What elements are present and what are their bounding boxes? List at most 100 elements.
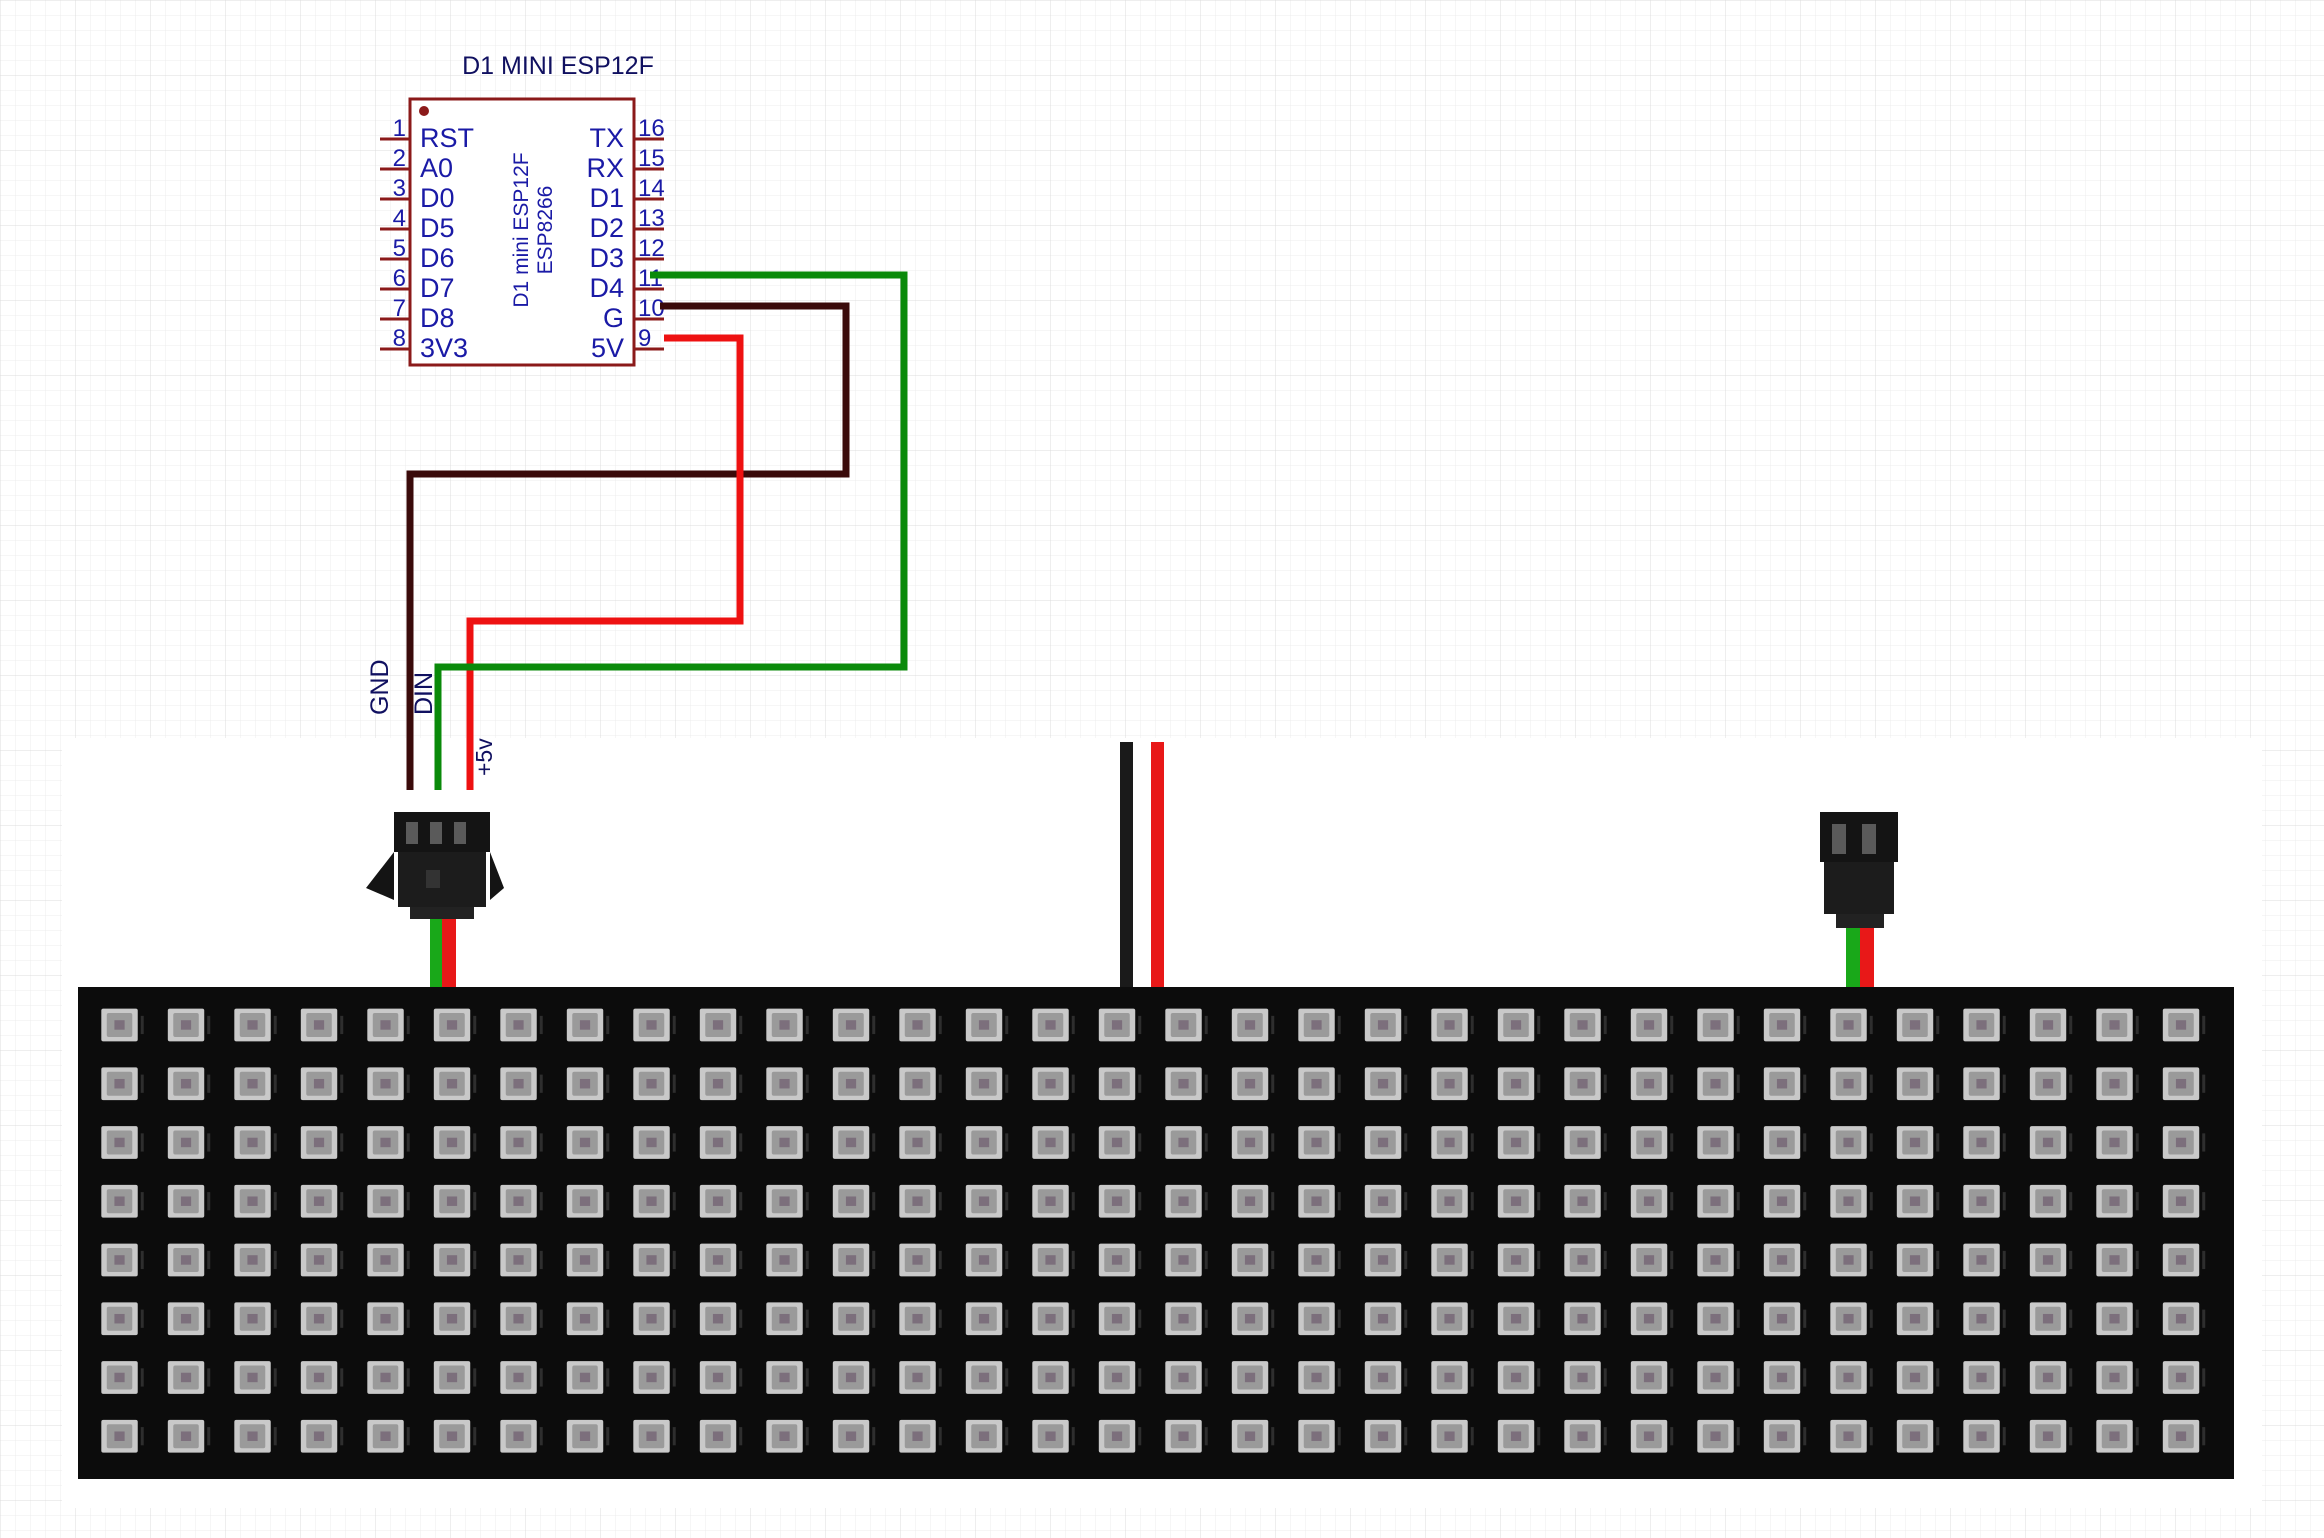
led-pixel <box>566 1184 610 1218</box>
led-pixel <box>433 1361 477 1394</box>
right-pin-label: 5V <box>591 333 624 363</box>
led-pixel <box>965 1126 1009 1159</box>
led-pixel <box>500 1067 543 1101</box>
led-pixel <box>699 1067 743 1101</box>
led-pixel <box>1032 1243 1075 1277</box>
led-pixel <box>234 1067 277 1101</box>
led-pixel <box>1364 1361 1408 1394</box>
led-pixel <box>367 1184 410 1218</box>
led-pixel <box>167 1419 211 1453</box>
led-pixel <box>1032 1419 1075 1453</box>
right-pin-number: 14 <box>638 175 665 202</box>
led-pixel <box>1165 1184 1208 1218</box>
led-pixel <box>1963 1067 2006 1101</box>
led-pixel <box>101 1243 144 1277</box>
led-pixel <box>1032 1126 1075 1159</box>
led-pixel <box>2029 1419 2073 1453</box>
led-pixel <box>1697 1302 1740 1336</box>
led-pixel <box>1098 1126 1142 1159</box>
led-pixel <box>1763 1419 1807 1453</box>
led-pixel <box>1431 1008 1474 1042</box>
led-pixel <box>699 1361 743 1394</box>
led-pixel <box>1098 1302 1142 1336</box>
led-pixel <box>1231 1361 1275 1394</box>
led-pixel <box>1697 1361 1740 1394</box>
right-pin-number: 13 <box>638 205 665 232</box>
led-pixel <box>2096 1067 2139 1101</box>
led-pixel <box>2096 1126 2139 1159</box>
led-pixel <box>1298 1126 1341 1159</box>
led-pixel <box>1165 1419 1208 1453</box>
led-matrix-panel <box>78 987 2234 1479</box>
led-pixel <box>1630 1126 1674 1159</box>
led-pixel <box>234 1008 277 1042</box>
led-pixel <box>500 1419 543 1453</box>
led-pixel <box>367 1243 410 1277</box>
led-pixel <box>1298 1184 1341 1218</box>
led-pixel <box>1763 1067 1807 1101</box>
led-pixel <box>1896 1126 1940 1159</box>
led-pixel <box>367 1419 410 1453</box>
led-pixel <box>1763 1361 1807 1394</box>
led-pixel <box>699 1184 743 1218</box>
led-pixel <box>1431 1302 1474 1336</box>
led-pixel <box>699 1008 743 1042</box>
led-pixel <box>899 1067 942 1101</box>
led-pixel <box>1032 1184 1075 1218</box>
right-pin-number: 16 <box>638 115 665 142</box>
led-pixel <box>1830 1243 1873 1277</box>
led-pixel <box>1963 1184 2006 1218</box>
label-din: DIN <box>410 672 438 715</box>
module-center-text: D1 mini ESP12F ESP8266 <box>510 152 557 307</box>
label-vcc: +5v <box>471 738 497 776</box>
module-name-text: D1 mini ESP12F <box>510 152 533 307</box>
led-pixel <box>899 1361 942 1394</box>
left-pin-number: 5 <box>393 235 406 262</box>
led-pixel <box>965 1067 1009 1101</box>
led-pixel <box>2096 1184 2139 1218</box>
led-pixel <box>1098 1184 1142 1218</box>
right-pin-label: D1 <box>589 183 624 213</box>
led-pixel <box>1963 1008 2006 1042</box>
led-pixel <box>766 1126 809 1159</box>
led-pixel <box>1830 1302 1873 1336</box>
led-pixel <box>899 1302 942 1336</box>
led-pixel <box>899 1126 942 1159</box>
led-pixel <box>1098 1361 1142 1394</box>
pcb-board <box>78 987 2234 1479</box>
led-pixel <box>101 1302 144 1336</box>
right-pin-number: 12 <box>638 235 665 262</box>
led-pixel <box>965 1184 1009 1218</box>
led-pixel <box>1564 1302 1607 1336</box>
wire-din <box>434 271 908 790</box>
led-pixel <box>832 1126 876 1159</box>
led-pixel <box>2029 1067 2073 1101</box>
led-pixel <box>2029 1302 2073 1336</box>
led-pixel <box>899 1419 942 1453</box>
led-pixel <box>167 1243 211 1277</box>
led-pixel <box>566 1008 610 1042</box>
led-pixel <box>1364 1008 1408 1042</box>
module-chip-text: ESP8266 <box>534 186 557 275</box>
led-pixel <box>1896 1184 1940 1218</box>
led-pixel <box>566 1419 610 1453</box>
led-pixel <box>1697 1067 1740 1101</box>
led-pixel <box>766 1361 809 1394</box>
led-pixel <box>1032 1008 1075 1042</box>
led-pixel <box>2162 1419 2206 1453</box>
led-pixel <box>1431 1361 1474 1394</box>
led-pixel <box>965 1008 1009 1042</box>
label-gnd: GND <box>366 659 394 715</box>
led-pixel <box>1098 1243 1142 1277</box>
led-pixel <box>500 1361 543 1394</box>
connector-labels: GND DIN +5v <box>366 659 497 776</box>
module-title: D1 MINI ESP12F <box>462 52 654 80</box>
led-pixel <box>566 1302 610 1336</box>
led-pixel <box>832 1419 876 1453</box>
right-pin-label: D2 <box>589 213 624 243</box>
led-pixel <box>1564 1126 1607 1159</box>
led-pixel <box>965 1361 1009 1394</box>
led-pixel <box>101 1184 144 1218</box>
left-pin-number: 8 <box>393 325 406 352</box>
led-pixel <box>766 1067 809 1101</box>
